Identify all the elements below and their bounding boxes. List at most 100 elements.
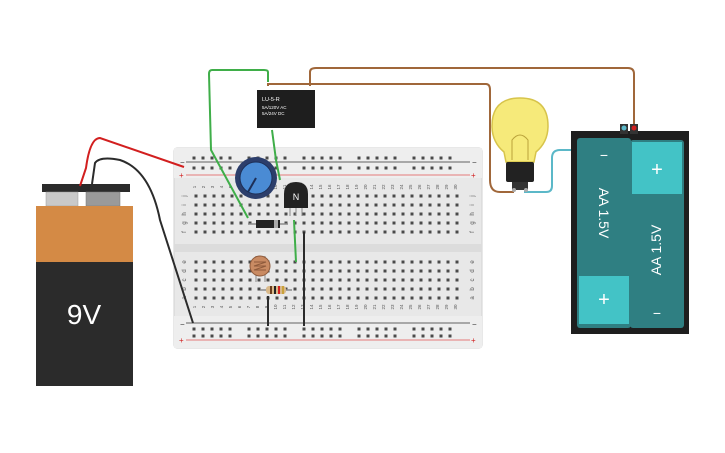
rail-hole[interactable] [228, 334, 232, 338]
rail-hole[interactable] [375, 327, 379, 331]
rail-hole[interactable] [210, 156, 214, 160]
terminal-hole[interactable] [338, 296, 342, 300]
terminal-hole[interactable] [455, 194, 459, 198]
terminal-hole[interactable] [383, 269, 387, 273]
terminal-hole[interactable] [248, 221, 252, 225]
terminal-hole[interactable] [203, 212, 207, 216]
terminal-hole[interactable] [383, 194, 387, 198]
terminal-hole[interactable] [392, 230, 396, 234]
rail-hole[interactable] [228, 327, 232, 331]
terminal-hole[interactable] [419, 230, 423, 234]
terminal-hole[interactable] [383, 278, 387, 282]
terminal-hole[interactable] [428, 296, 432, 300]
terminal-hole[interactable] [221, 212, 225, 216]
rail-hole[interactable] [210, 334, 214, 338]
rail-hole[interactable] [412, 327, 416, 331]
terminal-hole[interactable] [239, 230, 243, 234]
rail-hole[interactable] [338, 166, 342, 170]
terminal-hole[interactable] [401, 203, 405, 207]
resistor[interactable] [260, 286, 292, 294]
terminal-hole[interactable] [338, 269, 342, 273]
rail-hole[interactable] [412, 166, 416, 170]
rail-hole[interactable] [247, 334, 251, 338]
rail-hole[interactable] [283, 156, 287, 160]
terminal-hole[interactable] [401, 296, 405, 300]
terminal-hole[interactable] [383, 260, 387, 264]
terminal-hole[interactable] [428, 212, 432, 216]
terminal-hole[interactable] [446, 203, 450, 207]
terminal-hole[interactable] [329, 296, 333, 300]
terminal-hole[interactable] [329, 203, 333, 207]
terminal-hole[interactable] [311, 278, 315, 282]
rail-hole[interactable] [366, 156, 370, 160]
terminal-hole[interactable] [329, 278, 333, 282]
terminal-hole[interactable] [383, 287, 387, 291]
rail-hole[interactable] [412, 156, 416, 160]
terminal-hole[interactable] [410, 212, 414, 216]
terminal-hole[interactable] [329, 230, 333, 234]
terminal-hole[interactable] [419, 260, 423, 264]
terminal-hole[interactable] [419, 194, 423, 198]
terminal-hole[interactable] [437, 203, 441, 207]
terminal-hole[interactable] [275, 203, 279, 207]
terminal-hole[interactable] [212, 260, 216, 264]
terminal-hole[interactable] [194, 278, 198, 282]
terminal-hole[interactable] [365, 278, 369, 282]
rail-hole[interactable] [430, 327, 434, 331]
rail-hole[interactable] [329, 327, 333, 331]
rail-hole[interactable] [311, 334, 315, 338]
terminal-hole[interactable] [374, 194, 378, 198]
terminal-hole[interactable] [320, 269, 324, 273]
terminal-hole[interactable] [248, 287, 252, 291]
terminal-hole[interactable] [230, 203, 234, 207]
terminal-hole[interactable] [347, 203, 351, 207]
terminal-hole[interactable] [221, 203, 225, 207]
rail-hole[interactable] [384, 156, 388, 160]
terminal-hole[interactable] [221, 221, 225, 225]
terminal-hole[interactable] [230, 278, 234, 282]
rail-hole[interactable] [256, 327, 260, 331]
terminal-hole[interactable] [365, 230, 369, 234]
rail-hole[interactable] [192, 156, 196, 160]
rail-hole[interactable] [302, 327, 306, 331]
rail-hole[interactable] [375, 156, 379, 160]
terminal-hole[interactable] [212, 278, 216, 282]
rail-hole[interactable] [311, 156, 315, 160]
rail-hole[interactable] [439, 334, 443, 338]
terminal-hole[interactable] [347, 269, 351, 273]
terminal-hole[interactable] [266, 203, 270, 207]
terminal-hole[interactable] [266, 278, 270, 282]
wire-brown-relay-to-bulb[interactable] [267, 83, 514, 193]
terminal-hole[interactable] [239, 269, 243, 273]
terminal-hole[interactable] [437, 230, 441, 234]
rail-hole[interactable] [256, 334, 260, 338]
terminal-hole[interactable] [248, 203, 252, 207]
battery-terminal-positive[interactable] [85, 191, 121, 207]
terminal-hole[interactable] [230, 230, 234, 234]
terminal-hole[interactable] [230, 260, 234, 264]
wires[interactable] [79, 67, 635, 326]
terminal-hole[interactable] [356, 203, 360, 207]
wire-green-transistor[interactable] [293, 219, 297, 263]
terminal-hole[interactable] [212, 230, 216, 234]
rail-hole[interactable] [357, 156, 361, 160]
terminal-hole[interactable] [365, 221, 369, 225]
terminal-hole[interactable] [437, 269, 441, 273]
rail-hole[interactable] [201, 334, 205, 338]
terminal-hole[interactable] [446, 230, 450, 234]
terminal-hole[interactable] [401, 230, 405, 234]
terminal-hole[interactable] [239, 212, 243, 216]
rail-hole[interactable] [421, 156, 425, 160]
terminal-hole[interactable] [212, 203, 216, 207]
rail-hole[interactable] [201, 327, 205, 331]
terminal-hole[interactable] [455, 260, 459, 264]
terminal-hole[interactable] [419, 296, 423, 300]
terminal-hole[interactable] [194, 260, 198, 264]
terminal-hole[interactable] [347, 260, 351, 264]
battery-terminal-negative[interactable] [45, 191, 79, 207]
terminal-hole[interactable] [203, 278, 207, 282]
terminal-hole[interactable] [437, 212, 441, 216]
terminal-hole[interactable] [356, 230, 360, 234]
terminal-hole[interactable] [257, 203, 261, 207]
terminal-hole[interactable] [284, 260, 288, 264]
